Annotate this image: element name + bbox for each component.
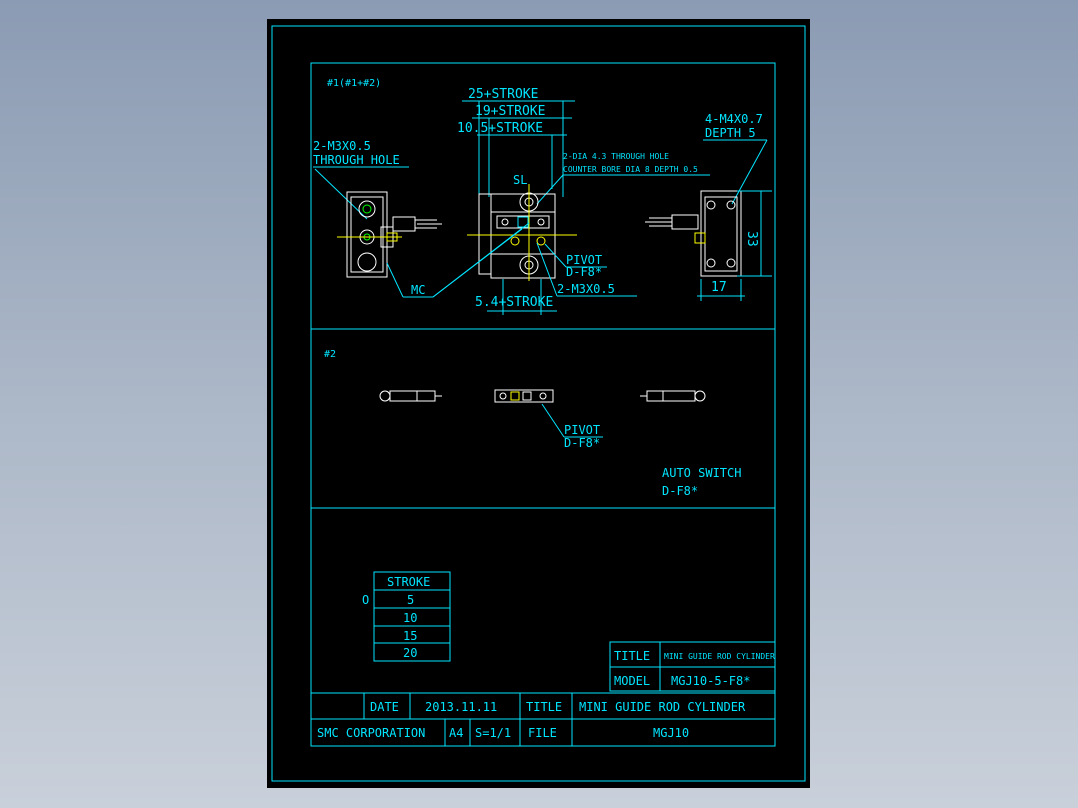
dim-10-5-stroke: 10.5+STROKE <box>457 121 543 136</box>
section2-label: #2 <box>324 349 336 360</box>
pivot-label-2: PIVOT <box>564 423 600 437</box>
note-counter-bore: COUNTER BORE DIA 8 DEPTH 0.5 <box>563 165 698 174</box>
stroke-row: 15 <box>403 629 417 643</box>
left-side-view <box>337 191 442 278</box>
inner-border <box>310 62 776 747</box>
file-label: FILE <box>528 726 557 740</box>
title-block: TITLE MINI GUIDE ROD CYLINDER MODEL MGJ1… <box>311 641 776 746</box>
stroke-table-header: STROKE <box>387 575 430 589</box>
note-depth-5: DEPTH 5 <box>705 126 756 140</box>
sheet-size: A4 <box>449 726 463 740</box>
model-value: MGJ10-5-F8* <box>671 674 750 688</box>
file-value: MGJ10 <box>653 726 689 740</box>
df8-label-1: D-F8* <box>566 265 602 279</box>
pivot-label-1: PIVOT <box>566 253 602 267</box>
stroke-row: 5 <box>407 593 414 607</box>
model-label: MODEL <box>614 674 650 688</box>
scale: S=1/1 <box>475 726 511 740</box>
stroke-table: STROKE O 5 10 15 20 <box>362 571 451 662</box>
section1-label: #1(#1+#2) <box>327 78 381 89</box>
auto-switch-model: D-F8* <box>662 484 698 498</box>
note-m4: 4-M4X0.7 <box>705 112 763 126</box>
note-m3-center: 2-M3X0.5 <box>557 282 615 296</box>
df8-label-2: D-F8* <box>564 436 600 450</box>
right-side-view: 33 17 <box>645 190 772 301</box>
dim-17: 17 <box>711 280 727 295</box>
stroke-table-marker: O <box>362 593 369 607</box>
title2-label: TITLE <box>526 700 562 714</box>
company-name: SMC CORPORATION <box>317 726 425 740</box>
title2-value: MINI GUIDE ROD CYLINDER <box>579 700 746 714</box>
switch-center <box>494 389 554 403</box>
date-value: 2013.11.11 <box>425 700 497 714</box>
stroke-row: 10 <box>403 611 417 625</box>
note-through-hole: THROUGH HOLE <box>313 153 400 167</box>
dim-19-stroke: 19+STROKE <box>475 104 545 119</box>
switch-left <box>379 390 442 402</box>
note-m3-left: 2-M3X0.5 <box>313 139 371 153</box>
outer-border <box>271 25 806 782</box>
note-dia-through: 2-DIA 4.3 THROUGH HOLE <box>563 152 669 161</box>
switch-right <box>640 390 706 402</box>
sl-label: SL <box>513 173 527 187</box>
cad-drawing: #1(#1+#2) 25+STROKE 19+STROKE 10.5+STROK… <box>271 25 806 782</box>
drawing-sheet: #1(#1+#2) 25+STROKE 19+STROKE 10.5+STROK… <box>267 19 810 788</box>
center-front-view: SL 5.4+STROKE PIVOT D-F8* 2-M3X0.5 MC <box>386 173 637 315</box>
dim-25-stroke: 25+STROKE <box>468 87 538 102</box>
title-label: TITLE <box>614 649 650 663</box>
title-value: MINI GUIDE ROD CYLINDER <box>664 652 775 661</box>
date-label: DATE <box>370 700 399 714</box>
dim-5-4-stroke: 5.4+STROKE <box>475 295 553 310</box>
stroke-row: 20 <box>403 646 417 660</box>
mc-label: MC <box>411 283 425 297</box>
dim-33: 33 <box>744 231 759 247</box>
auto-switch-label: AUTO SWITCH <box>662 466 741 480</box>
